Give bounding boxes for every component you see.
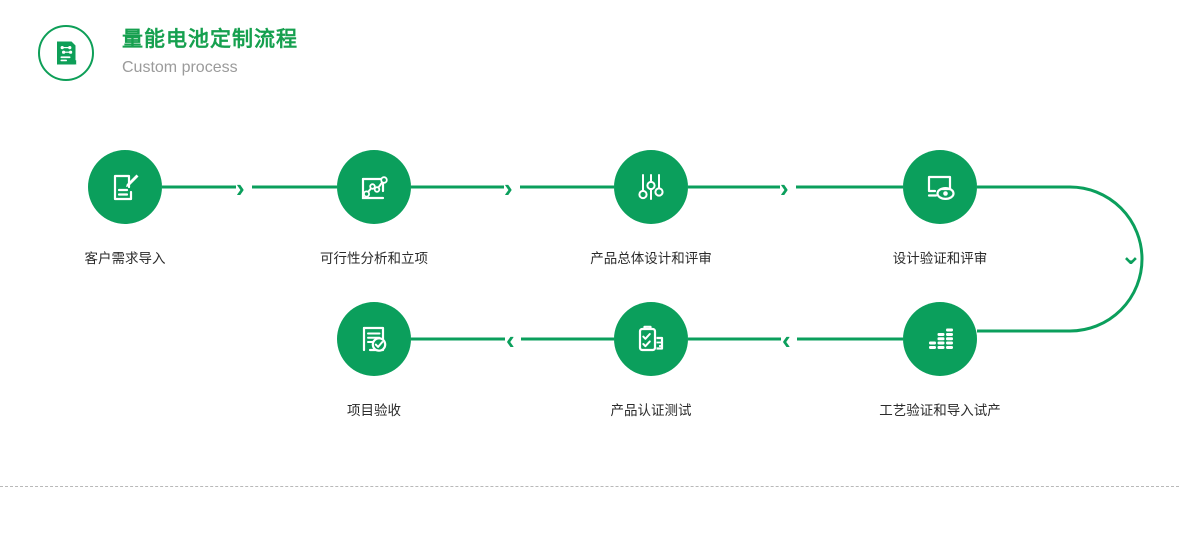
document-approved-icon xyxy=(337,302,411,376)
flow-node-4-label: 设计验证和评审 xyxy=(892,251,988,266)
page-subtitle: Custom process xyxy=(122,59,238,76)
chevron-right-icon-3: › xyxy=(780,173,789,203)
flow-node-3[interactable]: 产品总体设计和评审 xyxy=(571,150,731,268)
section-header: 量能电池定制流程 Custom process xyxy=(38,25,298,81)
flow-node-6[interactable]: 产品认证测试 xyxy=(571,302,731,420)
flow-node-2[interactable]: 可行性分析和立项 xyxy=(294,150,454,268)
section-divider xyxy=(0,486,1179,487)
sliders-icon xyxy=(614,150,688,224)
analysis-chart-icon xyxy=(337,150,411,224)
header-text-block: 量能电池定制流程 Custom process xyxy=(122,26,298,80)
flow-node-5-label: 工艺验证和导入试产 xyxy=(879,403,1001,418)
flow-node-7-label: 项目验收 xyxy=(347,403,401,418)
flow-node-7[interactable]: 项目验收 xyxy=(294,302,454,420)
chevron-left-icon-2: ‹ xyxy=(506,325,515,355)
flow-node-1-label: 客户需求导入 xyxy=(84,251,166,266)
flow-node-5[interactable]: 工艺验证和导入试产 xyxy=(860,302,1020,420)
flow-node-6-label: 产品认证测试 xyxy=(610,403,692,418)
document-edit-icon xyxy=(88,150,162,224)
bar-levels-icon xyxy=(903,302,977,376)
flow-node-1[interactable]: 客户需求导入 xyxy=(45,150,205,268)
monitor-eye-icon xyxy=(903,150,977,224)
chevron-down-icon: ⌄ xyxy=(1120,240,1142,270)
flow-node-4[interactable]: 设计验证和评审 xyxy=(860,150,1020,268)
page-title: 量能电池定制流程 xyxy=(122,28,298,51)
chevron-right-icon-1: › xyxy=(236,173,245,203)
chevron-right-icon-2: › xyxy=(504,173,513,203)
flow-node-3-label: 产品总体设计和评审 xyxy=(590,251,712,266)
clipboard-check-icon xyxy=(614,302,688,376)
flow-node-2-label: 可行性分析和立项 xyxy=(320,251,428,266)
process-document-icon xyxy=(38,25,94,81)
chevron-left-icon-1: ‹ xyxy=(782,325,791,355)
